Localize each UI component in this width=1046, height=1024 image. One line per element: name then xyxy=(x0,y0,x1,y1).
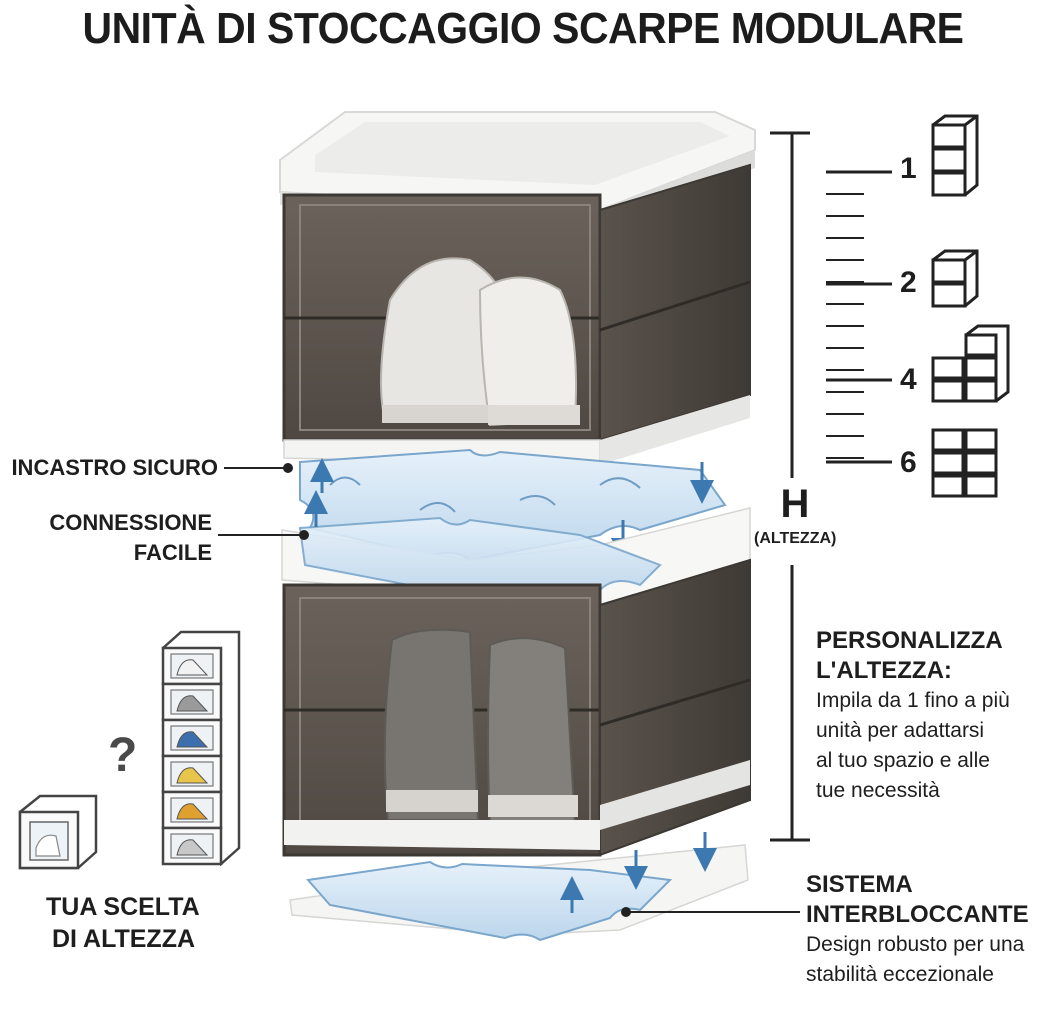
customize-text-line: tue necessità xyxy=(816,779,940,802)
top-storage-box xyxy=(279,111,756,466)
choice-label-line1: TUA SCELTA xyxy=(46,893,200,921)
scale-mark-2: 2 xyxy=(900,266,917,299)
customize-height-block: PERSONALIZZA L'ALTEZZA: Impila da 1 fino… xyxy=(816,626,1046,806)
customize-heading-line2: L'ALTEZZA: xyxy=(816,657,952,684)
lower-storage-box xyxy=(282,558,751,857)
tower-shoe xyxy=(176,695,209,712)
height-symbol: H xyxy=(780,482,810,526)
tower-shoe xyxy=(176,731,209,748)
tall-stack-tower xyxy=(161,630,241,867)
choice-label-line2: DI ALTEZZA xyxy=(52,925,196,953)
interlock-text-line: stabilità eccezionale xyxy=(806,963,994,986)
interlock-text-line: Design robusto per una xyxy=(806,933,1025,956)
question-mark: ? xyxy=(108,729,138,782)
height-scale-ruler xyxy=(826,170,892,464)
interlock-heading-line1: SISTEMA xyxy=(806,871,913,898)
easy-connection-label-line2: FACILE xyxy=(133,540,212,565)
stack-icon-6 xyxy=(931,428,998,498)
tower-shoe xyxy=(176,767,209,784)
middle-frame xyxy=(281,490,751,606)
tower-shoe xyxy=(176,839,209,856)
single-box-icon xyxy=(18,794,98,870)
leader-lines xyxy=(218,463,800,917)
customize-text-line: Impila da 1 fino a più xyxy=(816,689,1010,712)
customize-heading-line1: PERSONALIZZA xyxy=(816,627,1003,654)
secure-fit-label: INCASTRO SICURO xyxy=(11,455,218,480)
customize-text-line: al tuo spazio e alle xyxy=(816,749,990,772)
tower-shoe xyxy=(176,659,209,676)
height-word: (ALTEZZA) xyxy=(754,530,837,547)
interlock-system-block: SISTEMA INTERBLOCCANTE Design robusto pe… xyxy=(806,870,1046,990)
tower-shoe xyxy=(176,803,209,820)
stack-icon-2 xyxy=(931,249,979,308)
stack-icon-4 xyxy=(931,324,1010,403)
interlock-heading-line2: INTERBLOCCANTE xyxy=(806,901,1029,928)
scale-mark-6: 6 xyxy=(900,446,917,479)
scale-mark-4: 4 xyxy=(900,363,917,396)
easy-connection-label-line1: CONNESSIONE xyxy=(49,510,212,535)
customize-text-line: unità per adattarsi xyxy=(816,719,985,742)
height-bracket xyxy=(770,131,810,842)
page-title: UNITÀ DI STOCCAGGIO SCARPE MODULARE xyxy=(82,4,964,53)
stack-icon-1 xyxy=(931,114,979,197)
scale-mark-1: 1 xyxy=(900,152,917,185)
